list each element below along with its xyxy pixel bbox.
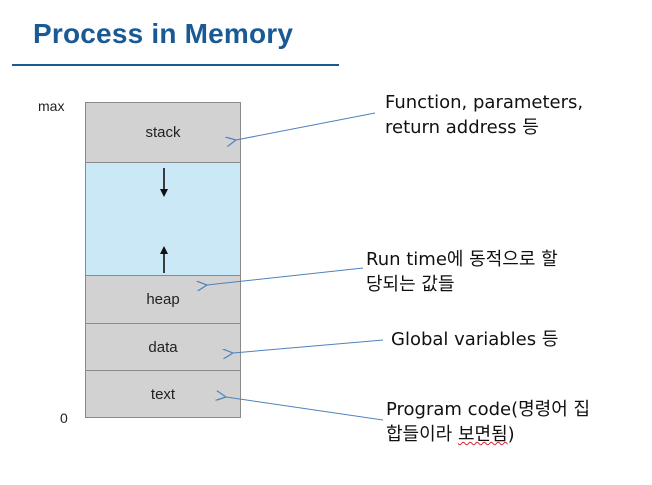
text-annotation-line1: Program code(명령어 집 (386, 399, 591, 420)
stack-annotation: Function, parameters, return address 등 (385, 90, 583, 140)
segment-text: text (85, 370, 241, 418)
segment-stack-label: stack (145, 124, 181, 141)
text-annotation-line2-b: 보면됨 (457, 424, 508, 445)
segment-heap-label: heap (146, 291, 180, 308)
axis-zero-label: 0 (60, 410, 68, 426)
heap-annotation: Run time에 동적으로 할 당되는 값들 (366, 247, 558, 297)
heap-annotation-arrow (207, 267, 364, 285)
segment-text-label: text (150, 385, 176, 403)
text-annotation-line2: 합들이라 보면됨) (386, 422, 590, 447)
stack-annotation-line2: return address 등 (385, 117, 539, 138)
data-annotation-arrow (233, 339, 384, 353)
page-title: Process in Memory (33, 18, 294, 49)
segment-data: data (85, 323, 241, 371)
heap-annotation-line1: Run time에 동적으로 할 (366, 249, 558, 270)
text-annotation-line2-a: 합들이라 (386, 424, 458, 445)
text-annotation: Program code(명령어 집 합들이라 보면됨) (386, 397, 590, 447)
axis-max-label: max (38, 98, 65, 114)
text-annotation-line2-c: ) (507, 424, 515, 445)
segment-heap: heap (85, 275, 241, 324)
segment-data-label: data (148, 338, 178, 356)
title-underline (12, 64, 339, 66)
heap-annotation-line2: 당되는 값들 (366, 274, 455, 295)
data-annotation-line1: Global variables 등 (391, 329, 559, 350)
text-annotation-arrow (226, 397, 384, 421)
segment-free-space (85, 162, 241, 276)
stack-annotation-line1: Function, parameters, (385, 92, 584, 113)
data-annotation: Global variables 등 (391, 327, 558, 352)
stack-annotation-arrow (236, 112, 376, 140)
segment-stack: stack (85, 102, 241, 163)
